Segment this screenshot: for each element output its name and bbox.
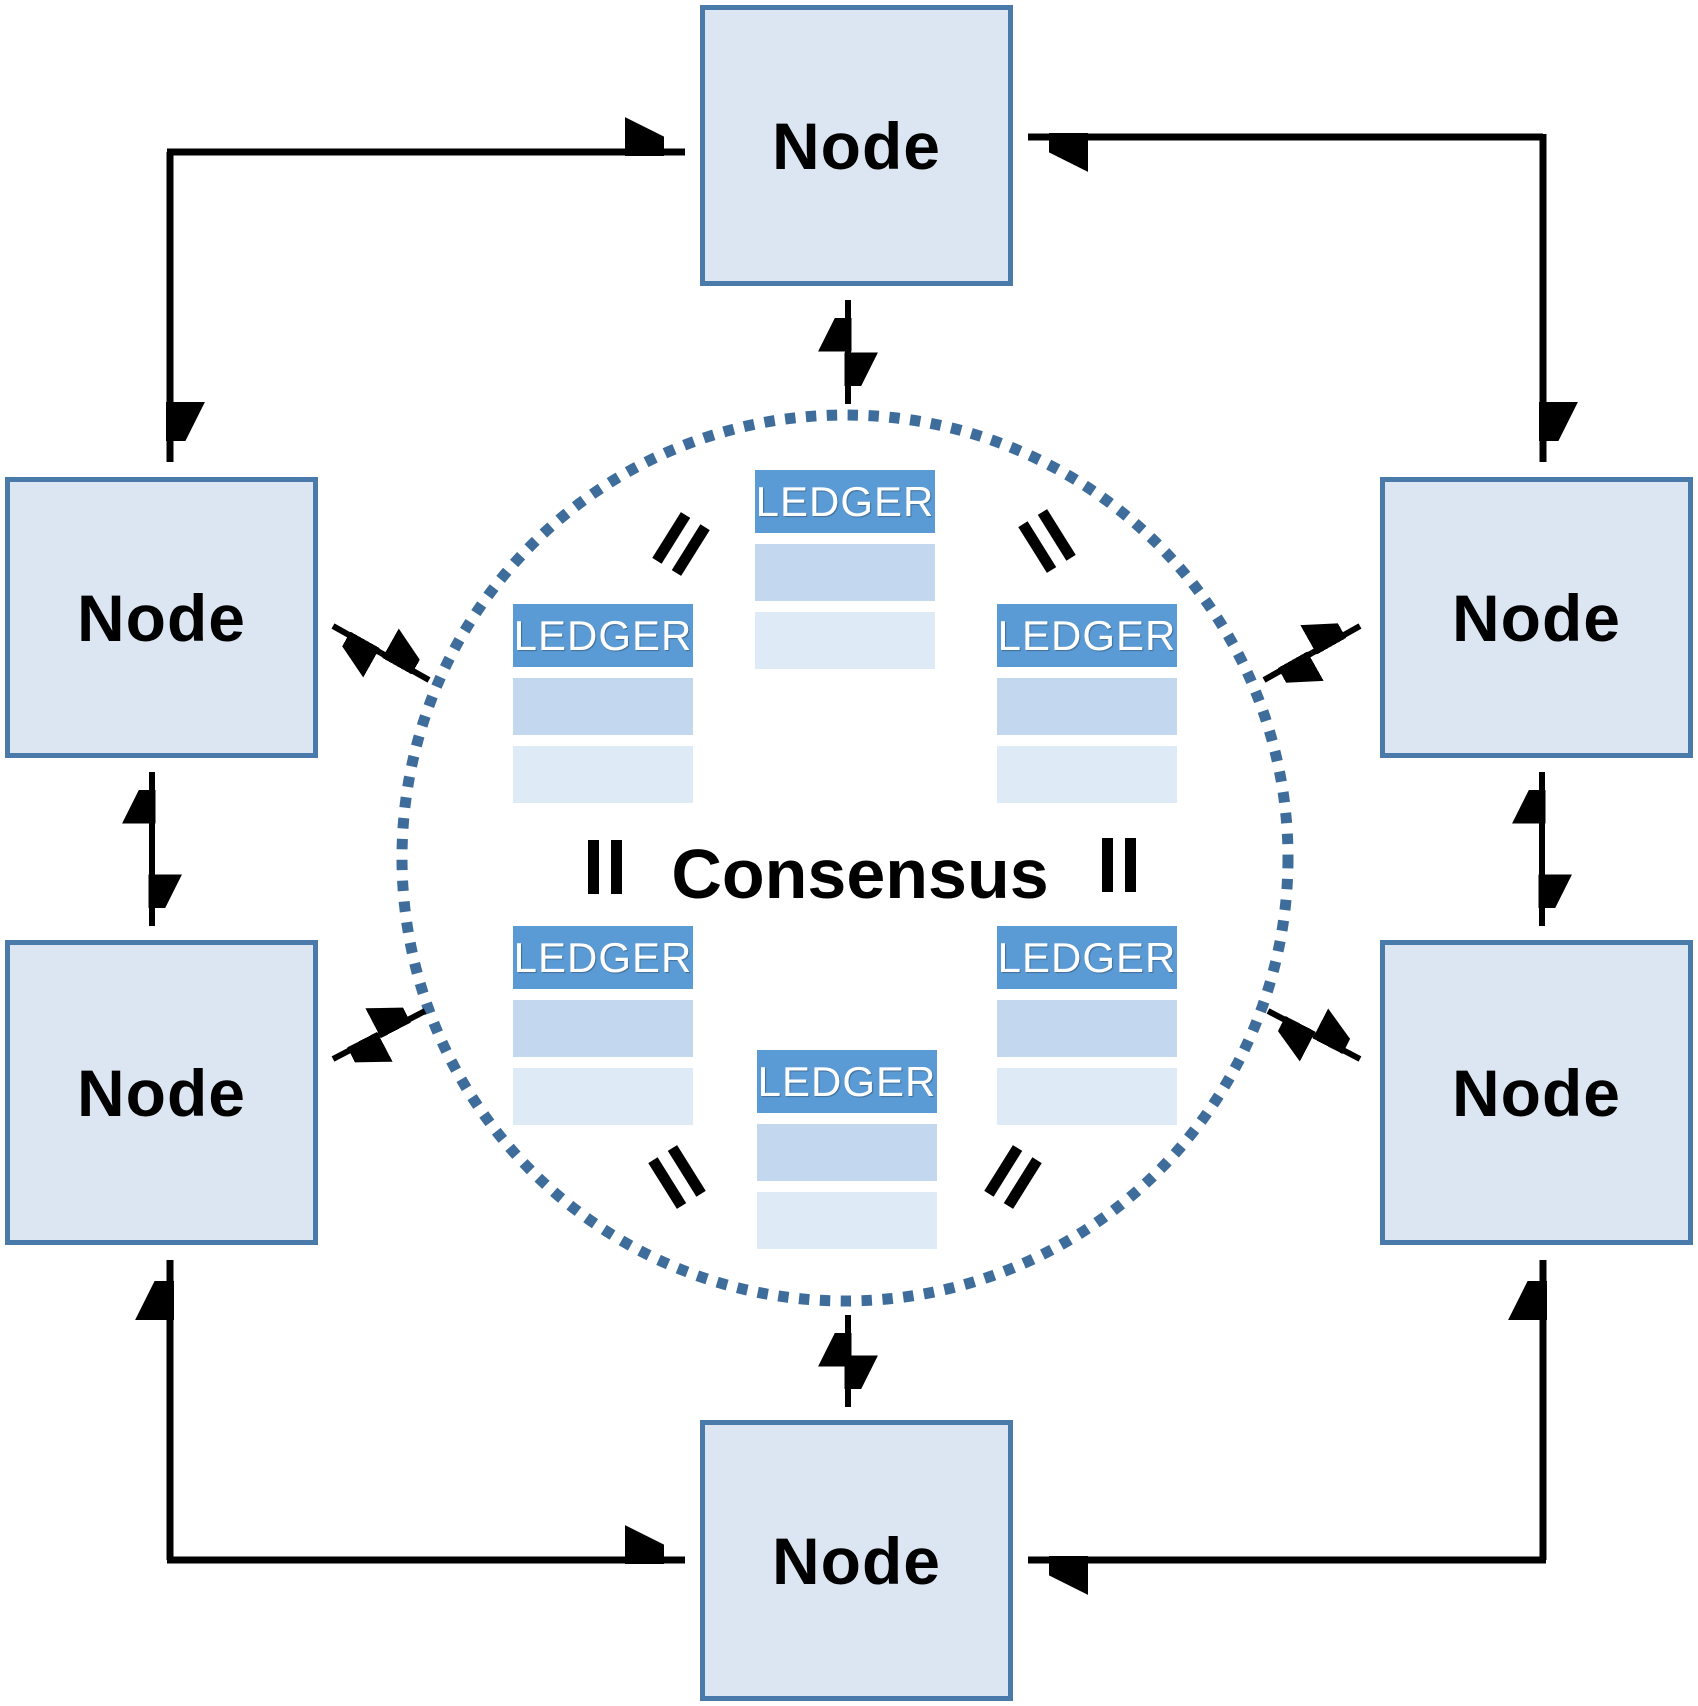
- node-box-left-upper: Node: [5, 477, 318, 758]
- node-box-right-upper: Node: [1380, 477, 1693, 758]
- ledger-row: [997, 746, 1177, 803]
- ledger-header: LEDGER: [755, 470, 935, 533]
- ledger-table-upper-right: LEDGER: [997, 604, 1177, 803]
- ledger-row: [997, 1068, 1177, 1125]
- ledger-row: [513, 1068, 693, 1125]
- ledger-table-lower-right: LEDGER: [997, 926, 1177, 1125]
- consensus-ring-dotted-circle: [396, 409, 1294, 1307]
- equals-bar: [1102, 838, 1113, 892]
- consensus-label: Consensus: [671, 835, 1049, 913]
- node-box-right-lower: Node: [1380, 940, 1693, 1245]
- equals-bar: [611, 840, 622, 894]
- node-label: Node: [77, 580, 246, 655]
- node-box-top: Node: [700, 5, 1013, 286]
- ledger-header: LEDGER: [757, 1050, 937, 1113]
- ledger-table-lower-left: LEDGER: [513, 926, 693, 1125]
- ledger-row: [755, 612, 935, 669]
- node-label: Node: [1452, 580, 1621, 655]
- ledger-table-top: LEDGER: [755, 470, 935, 669]
- node-label: Node: [77, 1055, 246, 1130]
- arrow-top-right-elbow: [1028, 134, 1543, 462]
- arrow-top-left-elbow: [167, 152, 685, 462]
- arrow-left-upper-ring-double: [331, 623, 431, 683]
- equals-icon: [588, 840, 622, 894]
- node-label: Node: [772, 108, 941, 183]
- ledger-header: LEDGER: [513, 926, 693, 989]
- ledger-row: [757, 1124, 937, 1181]
- ledger-header: LEDGER: [513, 604, 693, 667]
- arrow-bottom-left-elbow: [167, 1260, 685, 1560]
- ledger-row: [997, 1000, 1177, 1057]
- arrow-line: [331, 623, 383, 653]
- ledger-row: [513, 746, 693, 803]
- node-box-bottom: Node: [700, 1420, 1013, 1701]
- ledger-header: LEDGER: [997, 926, 1177, 989]
- equals-bar: [1125, 838, 1136, 892]
- node-label: Node: [1452, 1055, 1621, 1130]
- arrow-bottom-right-elbow: [1028, 1260, 1546, 1560]
- ledger-row: [997, 678, 1177, 735]
- node-label: Node: [772, 1523, 941, 1598]
- ledger-row: [513, 1000, 693, 1057]
- ledger-row: [513, 678, 693, 735]
- arrow-line: [1312, 626, 1362, 656]
- equals-bar: [588, 840, 599, 894]
- ledger-row: [757, 1192, 937, 1249]
- node-box-left-lower: Node: [5, 940, 318, 1245]
- ledger-table-upper-left: LEDGER: [513, 604, 693, 803]
- arrow-right-upper-ring-double: [1262, 626, 1362, 680]
- arrow-left-lower-ring-double: [331, 1011, 427, 1059]
- equals-icon: [1102, 838, 1136, 892]
- ledger-row: [755, 544, 935, 601]
- arrow-line: [1266, 1008, 1314, 1035]
- arrow-line: [379, 653, 431, 683]
- arrow-line: [1262, 650, 1312, 680]
- arrow-line: [331, 1035, 379, 1059]
- ledger-header: LEDGER: [997, 604, 1177, 667]
- arrow-right-lower-ring-double: [1266, 1008, 1362, 1062]
- ledger-table-bottom: LEDGER: [757, 1050, 937, 1249]
- arrow-line: [1314, 1035, 1362, 1062]
- arrow-line: [379, 1011, 427, 1035]
